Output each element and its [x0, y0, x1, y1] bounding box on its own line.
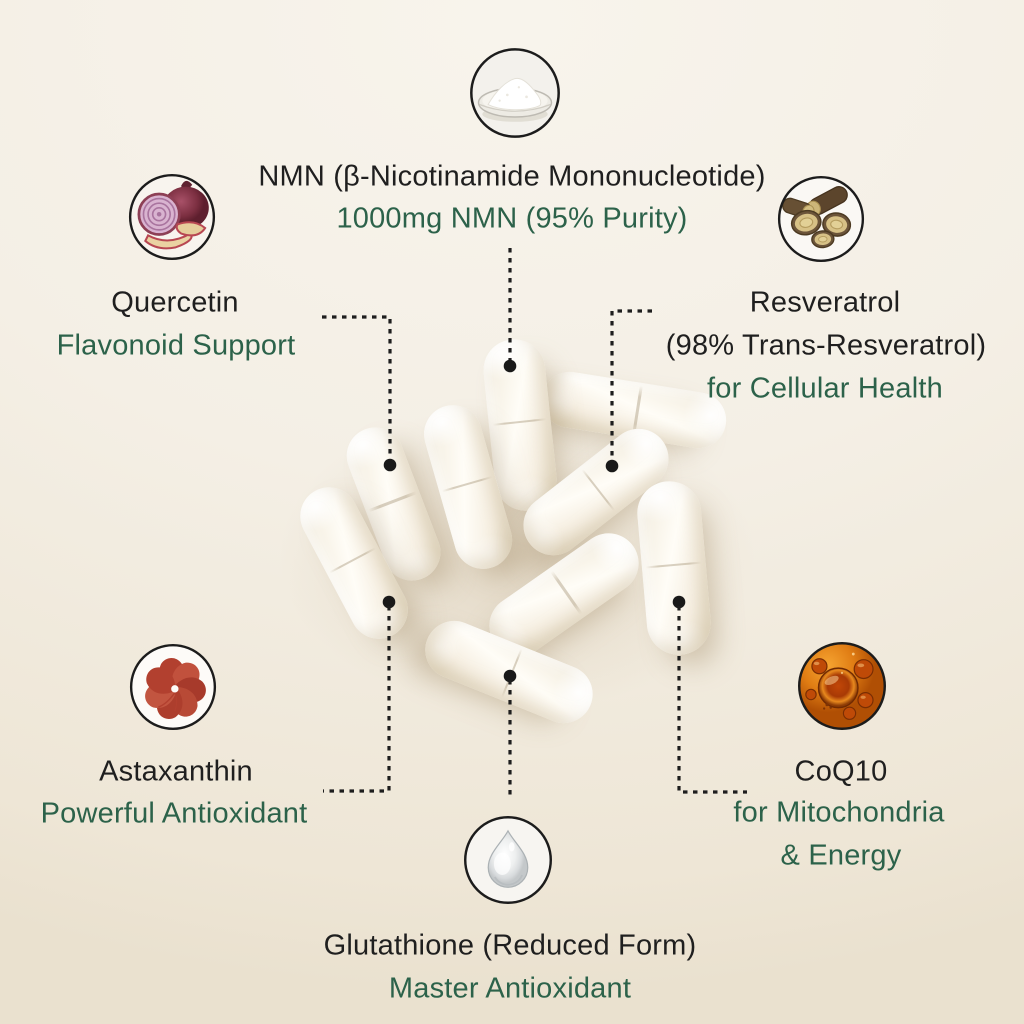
coq10-subtitle-line1: for Mitochondria [733, 796, 945, 829]
knotweed-root-icon [777, 175, 865, 263]
astaxanthin-title: Astaxanthin [99, 755, 253, 788]
coq10-title: CoQ10 [794, 755, 888, 788]
quercetin-title: Quercetin [111, 286, 239, 319]
glutathione-subtitle: Master Antioxidant [388, 972, 632, 1005]
resveratrol-subtitle: for Cellular Health [707, 372, 943, 405]
glutathione-title: Glutathione (Reduced Form) [323, 929, 697, 962]
powder-dish-icon [470, 48, 560, 138]
resveratrol-title: Resveratrol [749, 286, 901, 319]
astaxanthin-subtitle: Powerful Antioxidant [40, 797, 308, 830]
water-drop-icon [464, 816, 552, 904]
resveratrol-spec: (98% Trans-Resveratrol) [665, 329, 987, 362]
quercetin-subtitle: Flavonoid Support [56, 329, 296, 362]
red-onion-icon [128, 173, 216, 261]
oil-droplets-icon [798, 642, 886, 730]
nmn-title: NMN (β-Nicotinamide Mononucleotide) [258, 160, 766, 193]
nmn-subtitle: 1000mg NMN (95% Purity) [336, 202, 688, 235]
red-algae-icon [129, 643, 217, 731]
coq10-subtitle-line2: & Energy [780, 839, 902, 872]
